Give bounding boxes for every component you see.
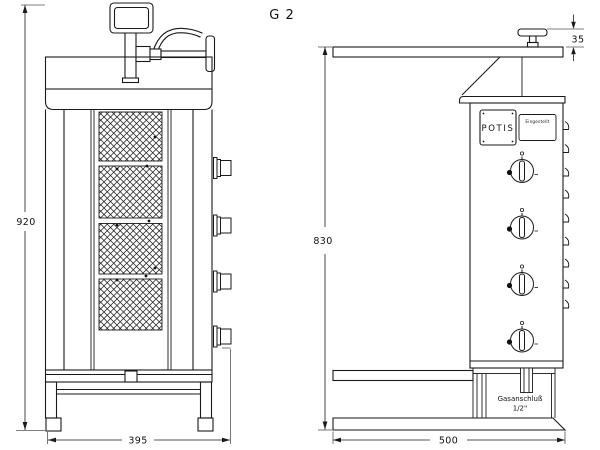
control-knob-profile [213,214,232,237]
brand-plate-label: POTIS [482,124,515,134]
drip-tray-tab [124,370,138,383]
gas-pipe [520,367,533,393]
dimension-side-depth [332,431,566,444]
foot-right [197,417,214,432]
control-housing [469,102,564,374]
drive-motor [109,2,154,34]
rating-plate-label: Eingestellt [525,119,549,124]
foot-left [45,417,62,432]
control-knobs [506,151,538,353]
grill-body [44,56,213,370]
control-knob [506,151,538,183]
control-knob [506,320,538,353]
leg-left [44,381,58,419]
control-knob-profile [213,325,232,348]
dim-label-920: 920 [16,217,35,228]
dimension-side-height [318,46,332,431]
hood-diagonal [461,56,501,96]
gas-valve-handle [517,28,548,48]
skewer-handle [152,27,203,53]
burner-brackets [563,121,570,309]
dimension-front-width [47,347,231,444]
dimension-front-height [16,4,45,431]
igniter-dots [115,135,157,282]
top-plate [332,46,564,58]
dimension-valve-height [547,14,584,61]
housing-rim [458,95,566,104]
rating-plate: Eingestellt [518,114,557,141]
leg-right [199,381,213,419]
lower-shelf [332,369,474,382]
side-view: POTIS Eingestellt [318,14,584,444]
dim-label-35: 35 [572,35,585,46]
gas-connection-label-line1: Gasanschluß [498,395,543,403]
gas-knobs-front [213,157,232,348]
gas-connection-assembly: Gasanschluß 1/2" [472,367,556,418]
skewer-end-plate [205,35,216,73]
brand-plate: POTIS [479,109,517,146]
control-knob [506,207,538,240]
skewer-coupling [135,45,162,63]
stand [44,369,214,432]
gas-connection-label-line2: 1/2" [513,405,528,413]
base-plate [332,417,567,431]
dim-label-395: 395 [128,436,147,447]
control-knob [506,264,538,296]
control-knob-profile [213,157,232,179]
front-view [16,2,232,444]
dim-label-830: 830 [313,236,332,247]
dim-label-500: 500 [439,436,458,447]
control-knob-profile [213,270,232,293]
model-label: G 2 [269,8,294,23]
burner-grid [98,111,163,331]
